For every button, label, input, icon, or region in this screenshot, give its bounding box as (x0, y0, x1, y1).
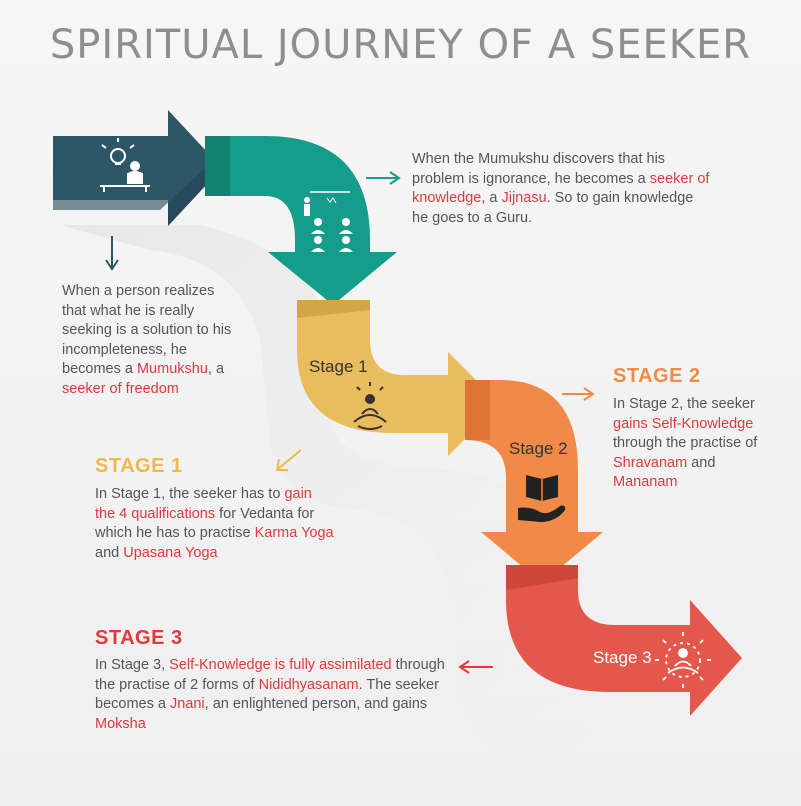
pointer-arrow-downleft (275, 449, 302, 471)
upasana-yoga-term: Upasana Yoga (123, 544, 218, 561)
stage-1-heading: STAGE 1 (95, 455, 183, 477)
stage-2-text-1: In Stage 2, the seeker (613, 396, 755, 412)
seeker-of-knowledge-term: seeker of knowledge (412, 170, 710, 207)
jijnasu-text-1: When the Mumukshu discovers that his pro… (412, 151, 666, 187)
fully-assimilated-term: Self-Knowledge is fully assimilated (169, 657, 392, 673)
book-in-hand-icon (518, 475, 566, 522)
stage-3-text-3: . The seeker becomes a (95, 676, 439, 713)
stage-3-text-2: through the practise of 2 forms of (95, 657, 445, 693)
pointer-arrow-right-teal (366, 171, 401, 185)
stage-2-label: Stage 2 (509, 439, 568, 458)
stage-2-note: In Stage 2, the seeker gains Self-Knowle… (613, 395, 783, 493)
teal-arrow (205, 136, 397, 305)
mumukshu-note: When a person realizes that what he is r… (62, 282, 242, 399)
guru-teaching-icon (304, 191, 353, 252)
moksha-term: Moksha (95, 715, 146, 732)
stage-2-text-3: and (687, 454, 716, 471)
diagram-shadow (60, 225, 760, 790)
idea-desk-icon (100, 138, 150, 192)
seeker-of-freedom-term: seeker of freedom (62, 380, 179, 397)
page-title: SPIRITUAL JOURNEY OF A SEEKER (49, 22, 752, 68)
stage-3-label: Stage 3 (593, 648, 652, 667)
stage-1-arrow (297, 300, 500, 456)
nididhyasanam-term: Nididhyasanam (258, 676, 359, 693)
jijnasu-text-2: , a (481, 190, 502, 206)
shravanam-term: Shravanam (613, 454, 688, 471)
mumukshu-term: Mumukshu (136, 361, 208, 377)
four-qualifications-term: gain the 4 qualifications (95, 486, 312, 522)
stage-2-heading: STAGE 2 (613, 365, 701, 387)
stage-1-text-3: and (95, 544, 124, 561)
jnani-term: Jnani (169, 696, 205, 712)
stage-2-text-2: through the practise of (613, 435, 758, 451)
stage-1-text-1: In Stage 1, the seeker has to (95, 486, 285, 502)
stage-1-label: Stage 1 (309, 357, 368, 376)
stage-3-heading: STAGE 3 (95, 627, 183, 649)
radiant-meditation-icon (655, 632, 711, 688)
mumukshu-text-1: When a person realizes that what he is r… (62, 283, 232, 377)
jijnasu-text-3: . So to gain knowledge he goes to a Guru… (412, 190, 694, 226)
mananam-term: Mananam (613, 474, 678, 490)
stage-1-text-2: for Vedanta for which he has to practise (95, 505, 315, 542)
karma-yoga-term: Karma Yoga (254, 525, 334, 541)
pointer-arrow-down (105, 236, 119, 271)
stage-1-note: In Stage 1, the seeker has to gain the 4… (95, 485, 335, 563)
pointer-arrow-right-orange (562, 387, 595, 401)
stage-3-text-1: In Stage 3, (95, 657, 170, 673)
stage-3-arrow (506, 565, 742, 716)
stage-3-note: In Stage 3, Self-Knowledge is fully assi… (95, 656, 460, 734)
pointer-arrow-left-red (458, 660, 493, 674)
stage-3-text-4: , an enlightened person, and gains (204, 696, 428, 712)
mumukshu-text-2: , a (207, 361, 225, 377)
jijnasu-term: Jijnasu (501, 190, 547, 206)
meditation-icon (353, 382, 387, 430)
self-knowledge-term: gains Self-Knowledge (613, 415, 754, 432)
jijnasu-note: When the Mumukshu discovers that his pro… (412, 150, 712, 228)
